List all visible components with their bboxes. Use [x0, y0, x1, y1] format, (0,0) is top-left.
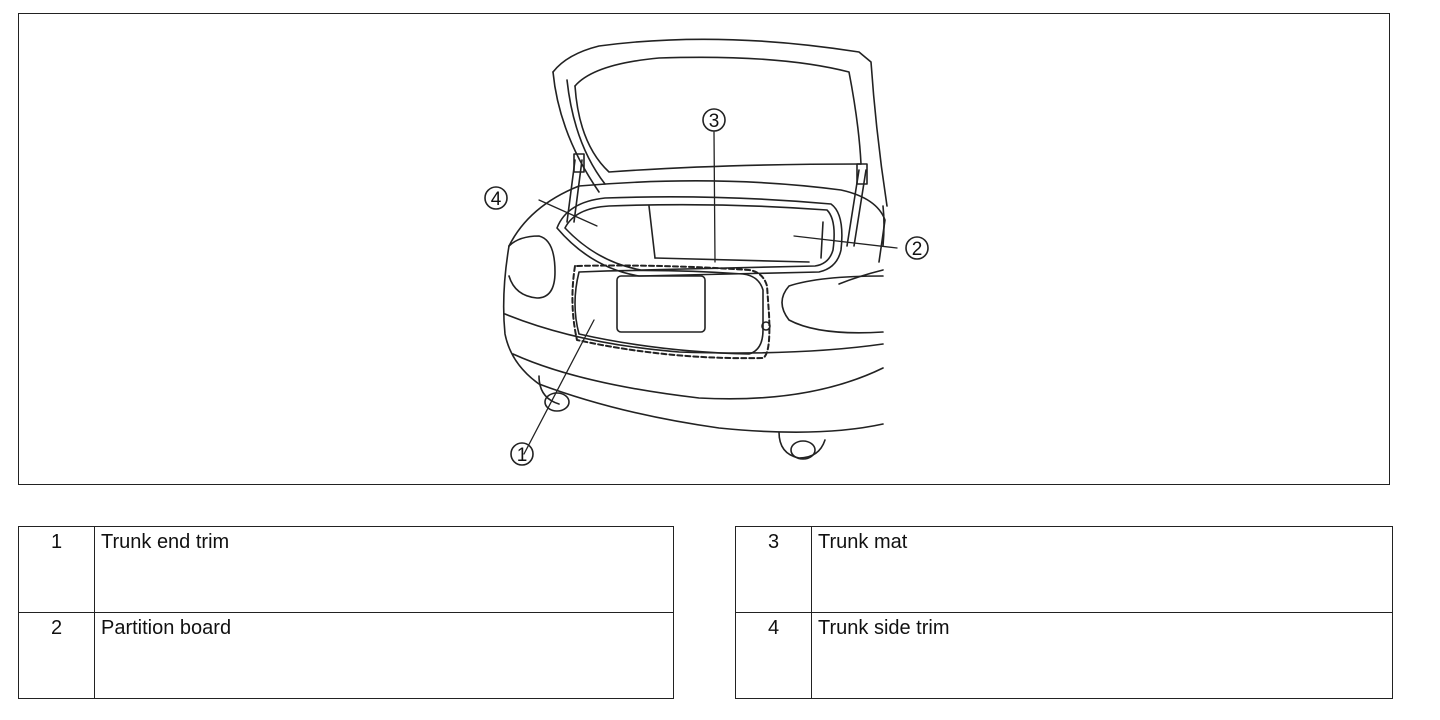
trunk-opening [508, 180, 886, 277]
leader-line-2 [793, 235, 898, 249]
legend-number: 1 [18, 526, 95, 613]
legend-label: Trunk end trim [94, 526, 674, 613]
callout-number: 4 [491, 189, 502, 210]
callout-3: 3 [702, 108, 726, 132]
legend-label: Partition board [94, 612, 674, 699]
figure-frame: 1 2 3 4 [18, 13, 1390, 485]
leader-line-1 [523, 319, 595, 455]
legend-label: Trunk mat [811, 526, 1393, 613]
legend-row: 4 Trunk side trim [735, 612, 1393, 699]
leader-line-3 [713, 131, 716, 263]
trunk-illustration: 1 2 3 4 [484, 38, 929, 466]
callout-number: 2 [912, 239, 923, 260]
callout-number: 1 [517, 445, 528, 466]
trunk-lid [552, 38, 888, 207]
leader-lines [523, 131, 898, 455]
license-plate-area [571, 264, 771, 360]
callout-1: 1 [510, 442, 534, 466]
leader-line-4 [538, 199, 598, 227]
legend-table-right: 3 Trunk mat 4 Trunk side trim [735, 526, 1393, 699]
legend-number: 4 [735, 612, 812, 699]
legend-row: 3 Trunk mat [735, 526, 1393, 613]
legend-row: 2 Partition board [18, 612, 674, 699]
legend-row: 1 Trunk end trim [18, 526, 674, 613]
callout-number: 3 [709, 111, 720, 132]
callout-2: 2 [905, 236, 929, 260]
legend-number: 3 [735, 526, 812, 613]
legend-table-left: 1 Trunk end trim 2 Partition board [18, 526, 674, 699]
callout-4: 4 [484, 186, 508, 210]
legend-number: 2 [18, 612, 95, 699]
car-body [502, 205, 885, 460]
right-strut [846, 163, 868, 247]
legend-label: Trunk side trim [811, 612, 1393, 699]
